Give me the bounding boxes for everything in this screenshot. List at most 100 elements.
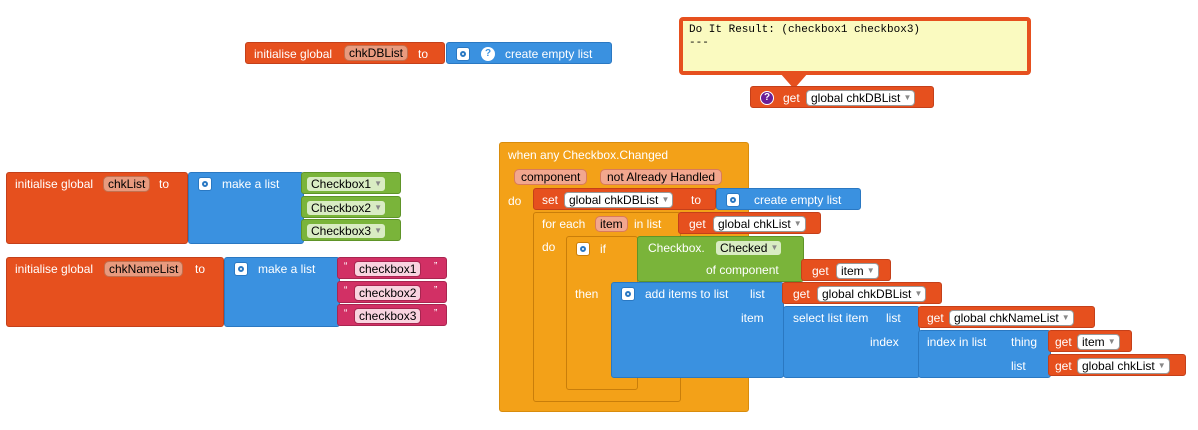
of-component-label: of component (706, 263, 779, 277)
quote-open: “ (344, 308, 348, 319)
var-dropdown[interactable]: item▼ (1077, 334, 1120, 350)
var-dropdown[interactable]: global chkDBList▼ (564, 192, 674, 208)
for-each-label: for each (542, 217, 586, 231)
param-component[interactable]: component (514, 169, 588, 185)
do-it-result-bubble: Do It Result: (checkbox1 checkbox3) --- (679, 17, 1031, 75)
get-chkdblist-block[interactable]: get global chkDBList▼ (782, 282, 942, 304)
init-chklist-block[interactable]: initialise global chkList to (6, 172, 188, 244)
text-string-block[interactable]: “ checkbox3 ” (337, 304, 447, 326)
text-field[interactable]: checkbox2 (354, 285, 422, 301)
make-a-list-block[interactable]: make a list (224, 257, 340, 327)
thing-label: thing (1011, 335, 1038, 349)
list-label: list (886, 311, 901, 325)
get-label: get (812, 264, 829, 278)
var-name-field[interactable]: chkNameList (104, 261, 184, 277)
param-not-already-handled[interactable]: not Already Handled (600, 169, 723, 185)
add-items-to-list-block[interactable]: add items to list list item (611, 282, 784, 378)
property-dropdown[interactable]: Checked▼ (715, 240, 783, 256)
init-chknamelist-block[interactable]: initialise global chkNameList to (6, 257, 224, 327)
text-field[interactable]: checkbox1 (354, 261, 422, 277)
var-name-field[interactable]: chkList (103, 176, 151, 192)
help-icon[interactable]: ? (760, 91, 774, 105)
create-empty-list-block[interactable]: ? create empty list (446, 42, 612, 64)
gear-icon[interactable] (576, 242, 590, 256)
var-dropdown[interactable]: item▼ (836, 263, 879, 279)
event-title: when any Checkbox.Changed (508, 148, 669, 162)
get-label: get (1055, 359, 1072, 373)
text-string-block[interactable]: “ checkbox1 ” (337, 257, 447, 279)
var-dropdown[interactable]: global chkDBList▼ (806, 90, 916, 106)
create-empty-list-label: create empty list (754, 193, 842, 207)
to-label: to (159, 177, 170, 191)
component-dropdown[interactable]: Checkbox3▼ (306, 223, 387, 239)
get-item-block[interactable]: get item▼ (801, 259, 891, 281)
get-label: get (1055, 335, 1072, 349)
select-list-item-block[interactable]: select list item list index (783, 306, 920, 378)
checkbox-component-block[interactable]: Checkbox1▼ (301, 172, 401, 194)
then-label: then (575, 287, 599, 301)
init-label: initialise global (15, 262, 94, 276)
index-in-list-label: index in list (927, 335, 987, 349)
text-string-block[interactable]: “ checkbox2 ” (337, 281, 447, 303)
gear-icon[interactable] (456, 47, 470, 61)
var-dropdown[interactable]: global chkNameList▼ (949, 310, 1074, 326)
checkbox-checked-getter-block[interactable]: Checkbox. Checked▼ of component (637, 236, 804, 282)
gear-icon[interactable] (198, 177, 212, 191)
get-chklist-block[interactable]: get global chkList▼ (678, 212, 821, 234)
gear-icon[interactable] (234, 262, 248, 276)
index-in-list-block[interactable]: index in list thing list (918, 330, 1051, 378)
do-it-result-text: Do It Result: (checkbox1 checkbox3) --- (689, 24, 921, 49)
list-label: list (750, 287, 765, 301)
checkbox-component-block[interactable]: Checkbox3▼ (301, 219, 401, 241)
quote-open: “ (344, 261, 348, 272)
if-label: if (600, 242, 606, 256)
to-label: to (195, 262, 206, 276)
select-list-item-label: select list item (793, 311, 869, 325)
in-list-label: in list (634, 217, 662, 231)
create-empty-list-label: create empty list (505, 47, 593, 61)
create-empty-list-block[interactable]: create empty list (716, 188, 861, 210)
var-dropdown[interactable]: global chkList▼ (713, 216, 806, 232)
add-items-label: add items to list (645, 287, 729, 301)
quote-close: ” (434, 261, 438, 272)
do-label: do (508, 194, 522, 208)
gear-icon[interactable] (726, 193, 740, 207)
get-label: get (793, 287, 810, 301)
init-chkdblist-block[interactable]: initialise global chkDBList to (245, 42, 445, 64)
gear-icon[interactable] (621, 287, 635, 301)
to-label: to (418, 47, 429, 61)
var-name-field[interactable]: chkDBList (344, 45, 409, 61)
bubble-tail (780, 73, 808, 89)
component-dropdown[interactable]: Checkbox2▼ (306, 200, 387, 216)
get-chknamelist-block[interactable]: get global chkNameList▼ (918, 306, 1095, 328)
checkbox-component-block[interactable]: Checkbox2▼ (301, 196, 401, 218)
var-dropdown[interactable]: global chkDBList▼ (817, 286, 927, 302)
quote-open: “ (344, 285, 348, 296)
get-label: get (783, 91, 800, 105)
set-global-block[interactable]: set global chkDBList▼ to (533, 188, 716, 210)
get-chkdblist-block[interactable]: ? get global chkDBList▼ (750, 86, 934, 108)
var-dropdown[interactable]: global chkList▼ (1077, 358, 1170, 374)
make-a-list-block[interactable]: make a list (188, 172, 304, 244)
init-label: initialise global (254, 47, 333, 61)
get-label: get (927, 311, 944, 325)
get-chklist-block[interactable]: get global chkList▼ (1048, 354, 1186, 376)
make-a-list-label: make a list (258, 262, 316, 276)
checkbox-label: Checkbox. (648, 241, 705, 255)
index-label: index (870, 335, 899, 349)
quote-close: ” (434, 285, 438, 296)
make-a-list-label: make a list (222, 177, 280, 191)
quote-close: ” (434, 308, 438, 319)
help-icon[interactable]: ? (481, 47, 495, 61)
init-label: initialise global (15, 177, 94, 191)
to-label: to (691, 193, 702, 207)
component-dropdown[interactable]: Checkbox1▼ (306, 176, 387, 192)
get-label: get (689, 217, 706, 231)
do-label: do (542, 240, 556, 254)
list-label: list (1011, 359, 1026, 373)
for-each-item-param[interactable]: item (595, 216, 628, 232)
set-label: set (542, 193, 559, 207)
get-item-block[interactable]: get item▼ (1048, 330, 1132, 352)
item-label: item (741, 311, 764, 325)
text-field[interactable]: checkbox3 (354, 308, 422, 324)
